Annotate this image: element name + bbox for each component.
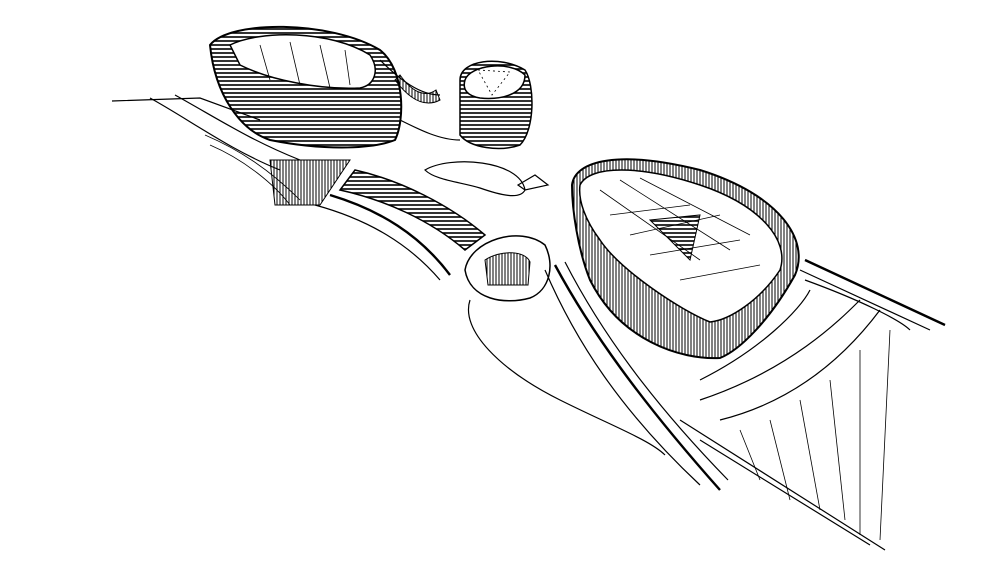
small-round-tower bbox=[459, 60, 533, 150]
central-pod bbox=[464, 235, 666, 456]
curved-bridge bbox=[314, 169, 487, 281]
plaza-islands bbox=[399, 119, 550, 197]
right-stadium-building bbox=[570, 158, 800, 360]
right-roads bbox=[544, 258, 946, 551]
left-tower-building bbox=[208, 25, 441, 149]
